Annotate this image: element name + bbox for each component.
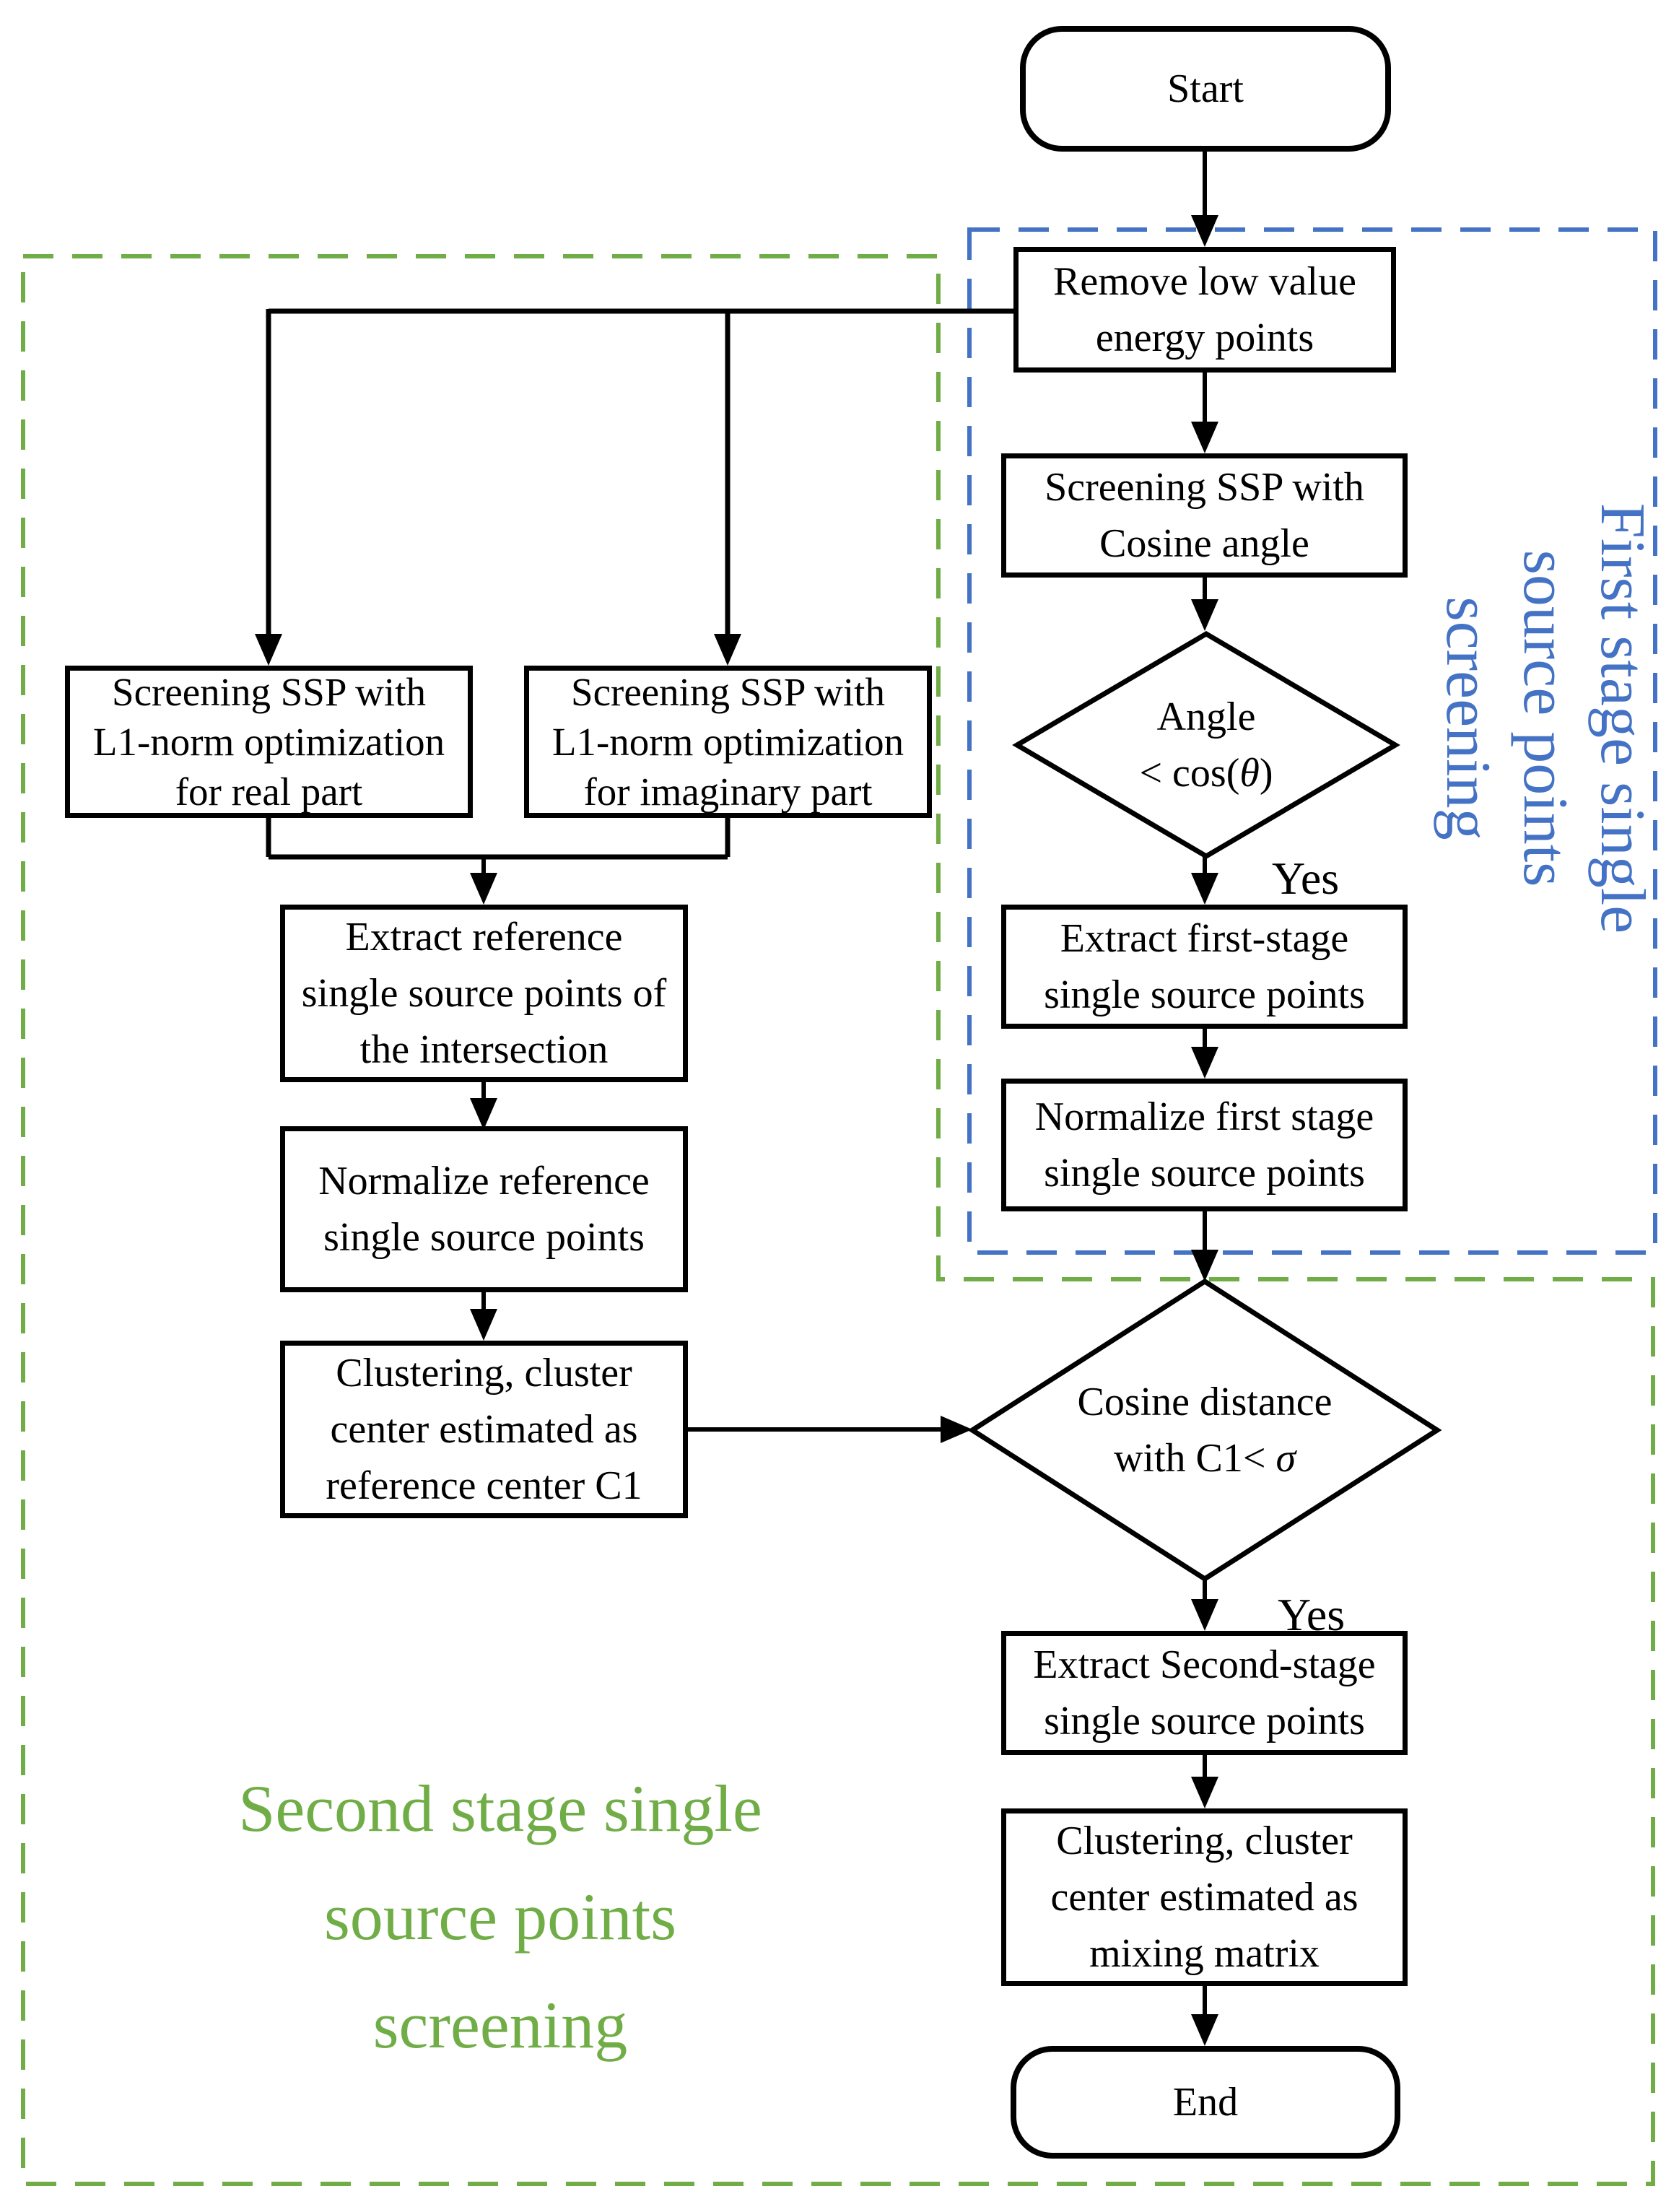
node-normalize-reference: Normalize reference single source points — [280, 1126, 688, 1292]
arrow-clustermix-to-end-head — [1191, 2014, 1218, 2046]
node-extract-ref-line1: Extract reference — [345, 915, 623, 959]
arrow-into-l1-real-head — [255, 634, 282, 666]
label-yes-2: Yes — [1278, 1589, 1346, 1640]
arrow-extractref-to-normalizeref-head — [470, 1098, 497, 1130]
node-cluster-mix-line1: Clustering, cluster — [1056, 1819, 1353, 1863]
node-normalize-first-stage: Normalize first stage single source poin… — [1001, 1079, 1408, 1211]
node-extract-ref-line3: the intersection — [359, 1027, 609, 1072]
node-extract-first-stage: Extract first-stage single source points — [1001, 905, 1408, 1029]
node-remove-low-value: Remove low value energy points — [1013, 247, 1396, 373]
node-cluster-reference-c1: Clustering, cluster center estimated as … — [280, 1341, 688, 1518]
node-remove-line1: Remove low value — [1053, 259, 1356, 304]
first-stage-region-border — [967, 227, 1657, 1255]
node-end-label: End — [1172, 2080, 1239, 2125]
node-screening-cosine: Screening SSP with Cosine angle — [1001, 453, 1408, 578]
node-end: End — [1011, 2046, 1400, 2159]
node-l1-real-line2: L1-norm optimization — [92, 720, 445, 764]
node-cluster-mixing-matrix: Clustering, cluster center estimated as … — [1001, 1808, 1408, 1986]
node-l1-imag-line1: Screening SSP with — [571, 670, 885, 714]
second-stage-region-label: Second stage single source points screen… — [238, 1772, 762, 2062]
node-normalize-first-line2: single source points — [1044, 1151, 1365, 1196]
theta-symbol: θ — [1239, 751, 1260, 796]
node-cosine-line2: Cosine angle — [1099, 521, 1309, 566]
node-extract-second-stage: Extract Second-stage single source point… — [1001, 1631, 1408, 1755]
node-l1-imag-line2: L1-norm optimization — [551, 720, 904, 764]
arrow-extractfirst-to-normalizefirst-head — [1191, 1047, 1218, 1079]
decision-cosine-distance-text: Cosine distance with C1< σ — [972, 1281, 1437, 1579]
node-l1-real-line3: for real part — [175, 770, 363, 814]
decision-angle-line1: Angle — [1156, 694, 1256, 739]
node-extract-ref-line2: single source points of — [301, 971, 667, 1016]
node-extract-second-line2: single source points — [1044, 1699, 1365, 1743]
sigma-symbol: σ — [1275, 1436, 1296, 1481]
second-stage-region-border — [21, 254, 1655, 2186]
node-cluster-c1-line3: reference center C1 — [326, 1463, 642, 1508]
label-yes-1: Yes — [1272, 853, 1340, 904]
decision-angle-text: Angle < cos(θ) — [1017, 634, 1395, 856]
node-l1-imaginary: Screening SSP with L1-norm optimization … — [524, 666, 932, 818]
node-extract-first-line1: Extract first-stage — [1060, 916, 1349, 961]
node-normalize-ref-line2: single source points — [323, 1215, 645, 1260]
node-cluster-c1-line2: center estimated as — [330, 1407, 638, 1452]
decision-angle-line2: < cos(θ) — [1139, 751, 1273, 796]
arrow-merge-to-extractref-head — [470, 873, 497, 905]
decision-cosine-line2: with C1< σ — [1113, 1436, 1296, 1481]
node-start-label: Start — [1167, 66, 1244, 111]
arrow-start-to-remove-head — [1191, 215, 1218, 247]
node-extract-first-line2: single source points — [1044, 972, 1365, 1017]
node-l1-real: Screening SSP with L1-norm optimization … — [65, 666, 473, 818]
node-l1-real-line1: Screening SSP with — [112, 670, 426, 714]
node-start: Start — [1020, 26, 1391, 152]
arrow-normalizefirst-to-diamond2-head — [1191, 1250, 1218, 1281]
node-cosine-line1: Screening SSP with — [1045, 465, 1364, 510]
decision-cosine-line1: Cosine distance — [1077, 1380, 1333, 1424]
node-cluster-mix-line3: mixing matrix — [1089, 1931, 1320, 1976]
arrow-into-l1-imag-head — [714, 634, 741, 666]
arrow-clusterc1-to-diamond2-head — [941, 1416, 972, 1443]
node-extract-second-line1: Extract Second-stage — [1033, 1642, 1376, 1687]
arrow-cosine-to-diamond1-head — [1191, 599, 1218, 631]
node-cluster-c1-line1: Clustering, cluster — [336, 1351, 632, 1395]
arrow-extractsecond-to-clustermix-head — [1191, 1777, 1218, 1808]
node-normalize-ref-line1: Normalize reference — [318, 1159, 650, 1203]
node-cluster-mix-line2: center estimated as — [1050, 1875, 1359, 1920]
node-remove-line2: energy points — [1095, 315, 1314, 360]
arrow-normalizeref-to-clusterc1-head — [470, 1309, 497, 1341]
node-extract-reference: Extract reference single source points o… — [280, 905, 688, 1082]
arrow-diamond1-to-extractfirst-head — [1191, 873, 1218, 905]
arrow-remove-to-cosine-head — [1191, 422, 1218, 453]
node-normalize-first-line1: Normalize first stage — [1034, 1094, 1374, 1139]
arrow-diamond2-to-extractsecond-head — [1191, 1599, 1218, 1631]
first-stage-region-label: First stage single source points screeni… — [1433, 502, 1658, 934]
node-l1-imag-line3: for imaginary part — [583, 770, 873, 814]
